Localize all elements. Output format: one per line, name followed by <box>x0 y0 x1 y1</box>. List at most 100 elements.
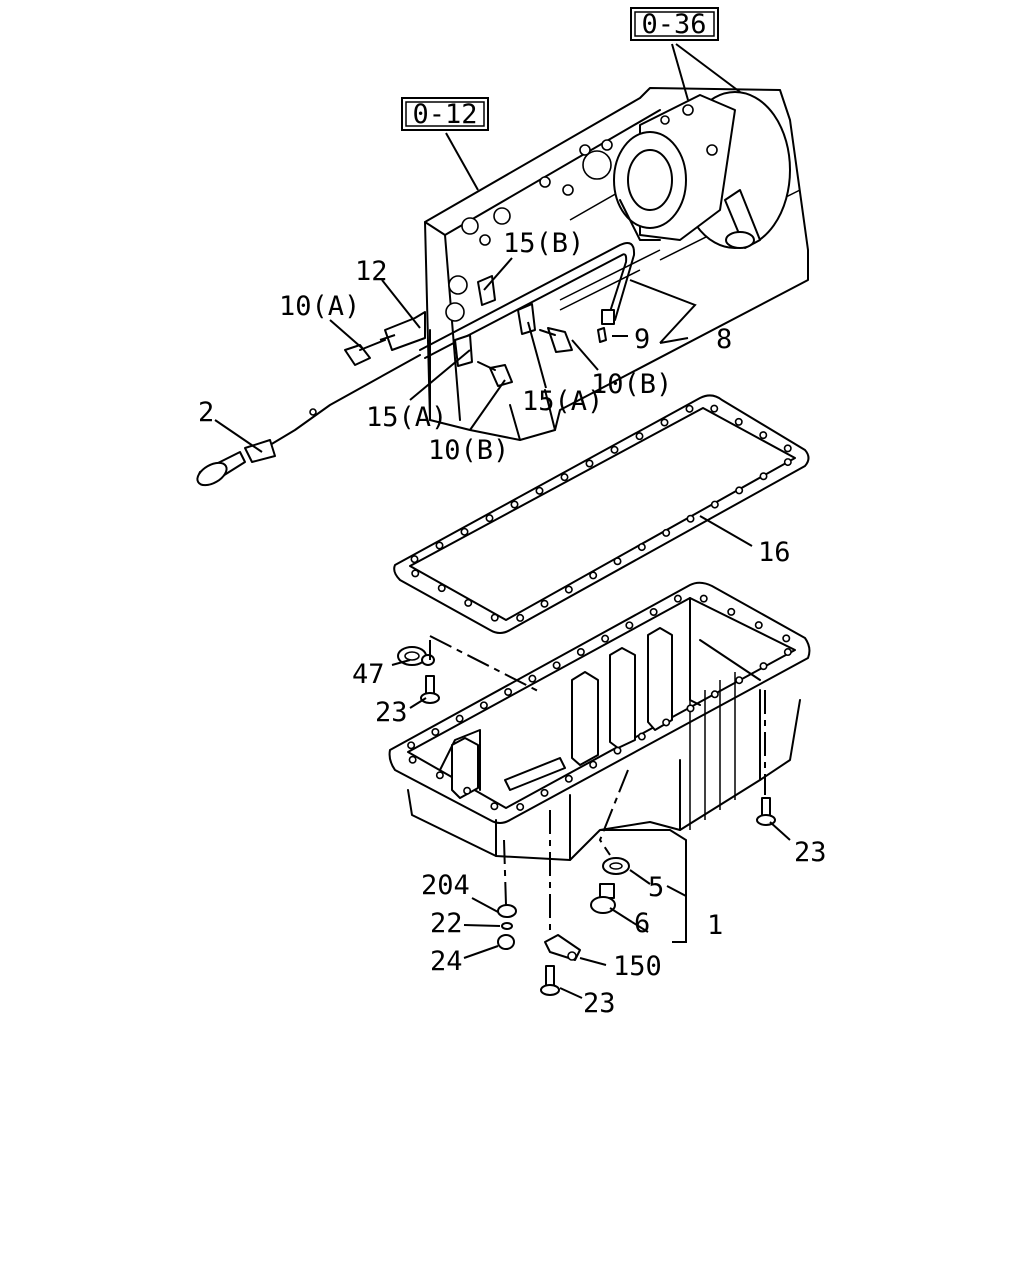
callout-47: 47 <box>352 659 385 690</box>
bolt-hole <box>576 647 585 656</box>
bolt-hole <box>649 607 658 616</box>
dipstick-bracket <box>384 311 426 351</box>
callout-2: 2 <box>198 397 214 428</box>
bolt-hole <box>464 598 473 607</box>
callouts: 15(B) 12 10(A) 9 8 10(B) 15(A) 15(A) 2 1… <box>198 228 827 1019</box>
bolt-hole <box>710 500 719 509</box>
bolt-hole <box>589 760 598 769</box>
callout-15b: 15(B) <box>503 228 584 259</box>
bolt-hole <box>408 755 417 764</box>
bolt-hole <box>735 676 744 685</box>
bolt-hole <box>510 500 519 509</box>
bolt-hole <box>625 621 634 630</box>
bolt-hole <box>686 514 695 523</box>
bolt-hole <box>463 786 472 795</box>
bolt-hole <box>540 788 549 797</box>
bolt-hole <box>552 661 561 670</box>
bolt-23-right <box>756 797 776 826</box>
callout-10b-bottom: 10(B) <box>428 435 509 466</box>
nut-24 <box>497 934 515 950</box>
bolt-hole <box>613 746 622 755</box>
assembly-lines <box>379 334 766 930</box>
bolt-hole <box>411 569 420 578</box>
bolt-hole <box>564 585 573 594</box>
bolt-23-left <box>420 675 440 704</box>
callout-204: 204 <box>421 870 470 901</box>
bolt-hole <box>589 571 598 580</box>
bolt-hole <box>637 732 646 741</box>
callout-22: 22 <box>430 908 463 939</box>
callout-23-right: 23 <box>794 837 827 868</box>
bracket-150 <box>544 934 581 961</box>
bolt-hole <box>460 527 469 536</box>
bolt-hole <box>528 674 537 683</box>
oil-pipe <box>419 242 636 359</box>
bolt-hole <box>437 584 446 593</box>
bolt-hole <box>407 741 416 750</box>
bolt-hole <box>710 690 719 699</box>
drain-plug-6 <box>590 883 616 914</box>
turbocharger <box>613 91 791 249</box>
bolt-hole <box>610 445 619 454</box>
ref-label-0-12: 0-12 <box>412 99 477 130</box>
bolt-hole <box>455 714 464 723</box>
bolt-hole <box>660 418 669 427</box>
bolt-hole <box>560 473 569 482</box>
bolt-hole <box>479 701 488 710</box>
bolt-hole <box>783 648 792 657</box>
callout-23-left: 23 <box>375 697 408 728</box>
bolt-hole <box>516 802 525 811</box>
callout-8: 8 <box>716 324 732 355</box>
callout-15a-left: 15(A) <box>366 402 447 433</box>
washer-204 <box>497 904 517 918</box>
bolt-hole <box>490 802 499 811</box>
bolt-hole <box>783 444 792 453</box>
bolt-hole <box>759 431 768 440</box>
callout-16: 16 <box>758 537 791 568</box>
bolt-hole <box>613 557 622 566</box>
bolt-hole <box>759 472 768 481</box>
bolt-hole <box>504 687 513 696</box>
callout-24: 24 <box>430 946 463 977</box>
bolt-hole <box>410 555 419 564</box>
callout-150: 150 <box>613 951 662 982</box>
callout-12: 12 <box>355 256 388 287</box>
bolt-hole <box>783 458 792 467</box>
bolt-hole <box>735 486 744 495</box>
bolt-hole <box>635 432 644 441</box>
callout-6: 6 <box>634 908 650 939</box>
bolt-hole <box>734 417 743 426</box>
bolt-23-bottom <box>540 965 560 996</box>
bolt-hole <box>727 607 736 616</box>
callout-23-bottom: 23 <box>583 988 616 1019</box>
bolt-hole <box>485 514 494 523</box>
bolt-hole <box>435 541 444 550</box>
bolt-hole <box>662 528 671 537</box>
bolt-hole <box>435 771 444 780</box>
ref-label-0-36: 0-36 <box>641 9 706 40</box>
bolts <box>344 327 607 387</box>
callout-10b-right: 10(B) <box>591 369 672 400</box>
callout-5: 5 <box>648 872 664 903</box>
callout-9: 9 <box>634 324 650 355</box>
bolt-hole <box>431 727 440 736</box>
bolt-hole <box>685 404 694 413</box>
bolt-hole <box>585 459 594 468</box>
oil-pan <box>388 581 811 861</box>
bolt-hole <box>754 621 763 630</box>
bolt-hole <box>699 594 708 603</box>
callout-1: 1 <box>707 910 723 941</box>
bolt-hole <box>662 718 671 727</box>
bolt-hole <box>601 634 610 643</box>
bolt-hole <box>686 704 695 713</box>
bolt-hole <box>673 594 682 603</box>
bolt-hole <box>535 486 544 495</box>
bolt-hole <box>782 634 791 643</box>
ref-box-0-12[interactable]: 0-12 <box>401 97 489 131</box>
bolt-hole <box>564 774 573 783</box>
ref-box-0-36[interactable]: 0-36 <box>630 7 719 41</box>
bolt-hole <box>759 662 768 671</box>
bolt-hole <box>710 404 719 413</box>
callout-15a-right: 15(A) <box>522 386 603 417</box>
